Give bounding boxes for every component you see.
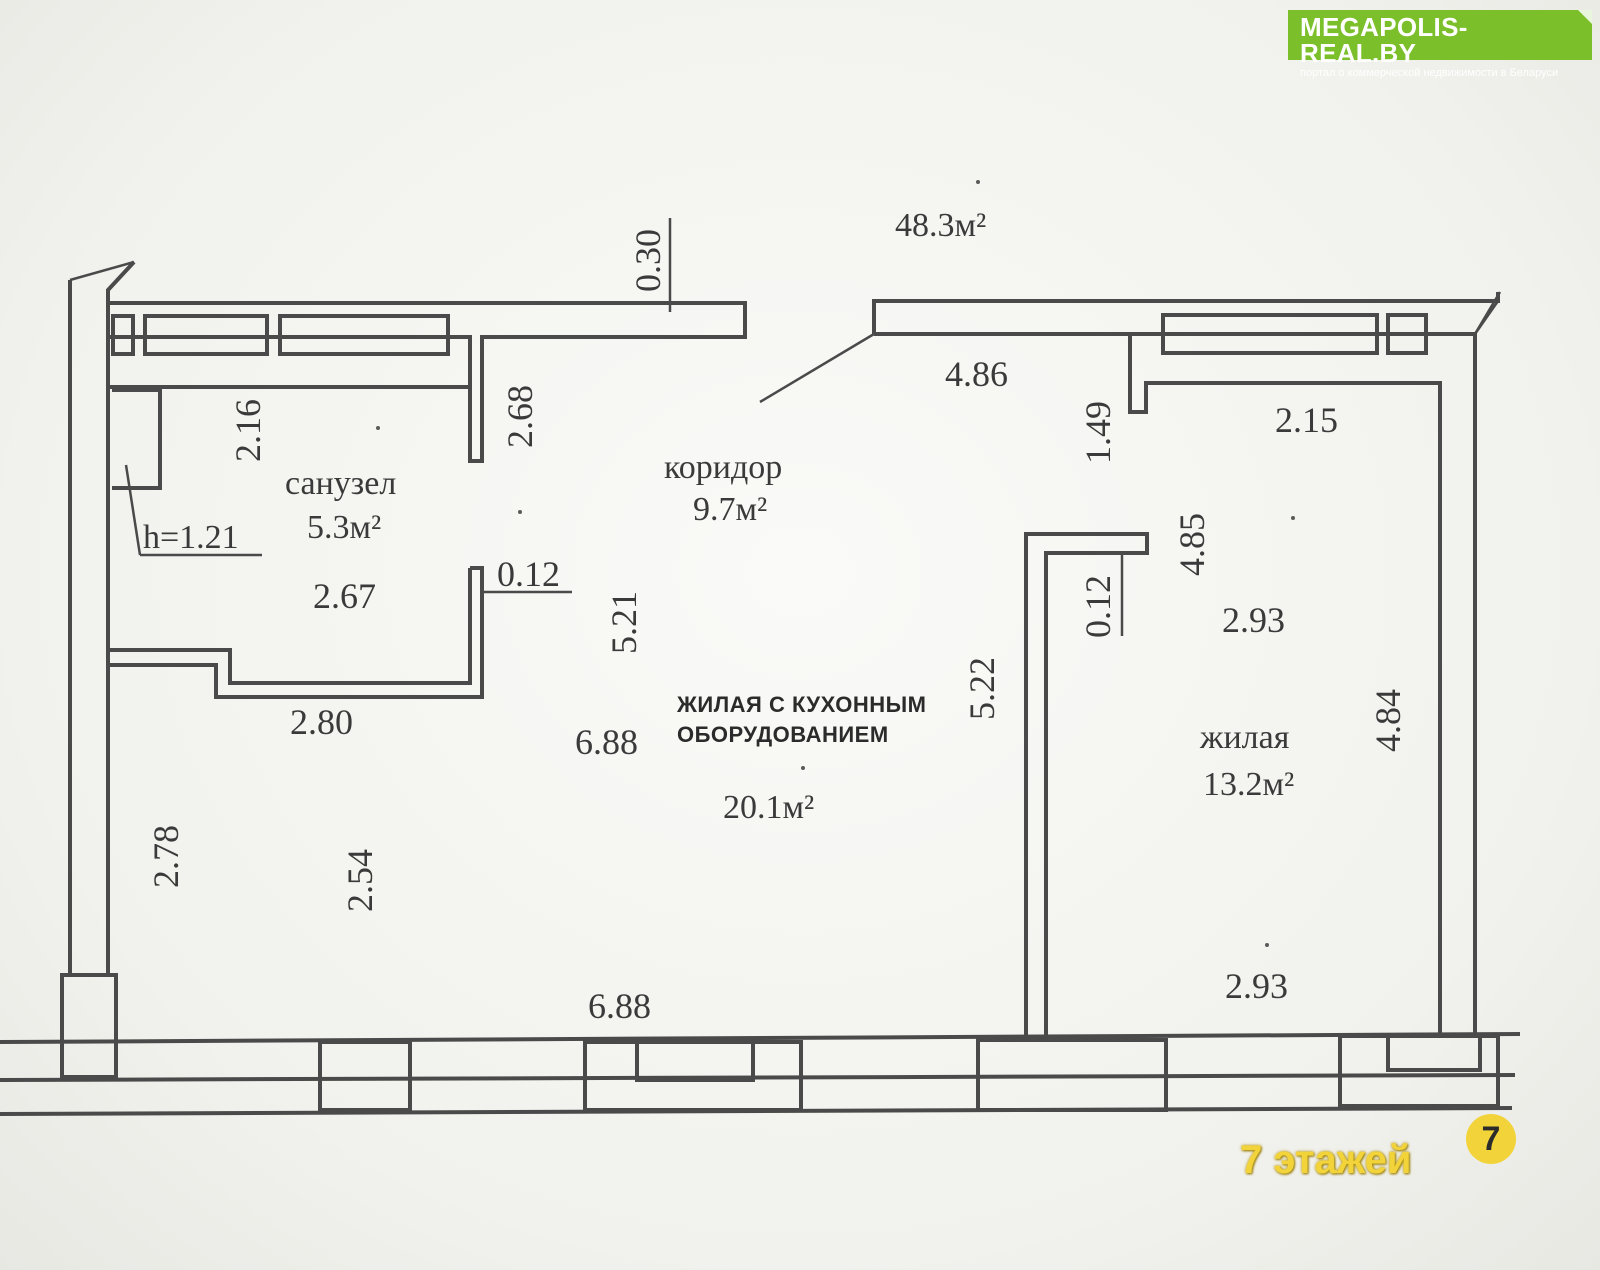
walls <box>0 218 1521 1116</box>
bathroom-top-wall <box>108 385 472 461</box>
dim-280: 2.80 <box>290 702 353 742</box>
bottom-pier-2 <box>976 1038 1168 1112</box>
bottom-pier-1 <box>318 1040 412 1112</box>
top-right-window-1 <box>1161 313 1379 355</box>
bottom-column-left <box>60 973 118 1079</box>
top-left-wall <box>108 301 747 463</box>
partition-wall <box>1024 532 1149 1040</box>
living-name: жилая <box>1199 719 1290 756</box>
floor-badge-icon: 7 <box>1466 1114 1516 1164</box>
dim-293b: 2.93 <box>1225 966 1288 1006</box>
top-right-window-2 <box>1386 313 1428 355</box>
dim-485: 4.85 <box>1172 513 1212 576</box>
dim-484: 4.84 <box>1368 689 1408 752</box>
dim-293a: 2.93 <box>1222 600 1285 640</box>
dim-688b: 6.88 <box>588 986 651 1026</box>
dim-267: 2.67 <box>313 576 376 616</box>
dim-012a: 0.12 <box>497 554 560 594</box>
kitchen-living-name-2: ОБОРУДОВАНИЕМ <box>677 722 889 747</box>
dim-254: 2.54 <box>340 849 380 912</box>
corridor-area: 9.7м² <box>693 491 767 528</box>
brand-name: MEGAPOLIS-REAL.BY <box>1300 12 1468 68</box>
entry-door-swing <box>759 332 875 404</box>
dim-030: 0.30 <box>628 229 668 292</box>
right-wall-cap-2 <box>1473 300 1500 335</box>
kitchen-living-name-1: ЖИЛАЯ С КУХОННЫМ <box>676 692 926 717</box>
dimensions: 0.30 2.16 2.68 2.67 0.12 5.21 2.80 6.88 … <box>146 229 1408 1026</box>
total-area-label: 48.3м² <box>895 207 986 244</box>
height-leader <box>124 464 142 556</box>
dim-012b: 0.12 <box>1078 575 1118 638</box>
dim-268: 2.68 <box>500 385 540 448</box>
top-window-small <box>111 314 135 356</box>
bottom-window-2-sill <box>1386 1034 1482 1072</box>
kitchen-living-area: 20.1м² <box>723 789 814 826</box>
dim-688a: 6.88 <box>575 722 638 762</box>
brand-tagline: портал о коммерческой недвижимости в Бел… <box>1300 67 1559 79</box>
dim-278: 2.78 <box>146 825 186 888</box>
floors-label: 7 этажей <box>1240 1138 1412 1182</box>
dim-521: 5.21 <box>604 591 644 654</box>
top-right-inner-wall <box>874 332 1442 1037</box>
dim-486: 4.86 <box>945 354 1008 394</box>
scan-specks <box>376 180 1295 947</box>
left-wall-cap <box>69 260 135 282</box>
bath-height-label: h=1.21 <box>143 519 239 556</box>
dim-149: 1.49 <box>1078 401 1118 464</box>
bottom-wall-mid <box>0 1073 1516 1082</box>
brand-logo[interactable]: MEGAPOLIS-REAL.BY портал о коммерческой … <box>1288 10 1592 79</box>
top-window-1 <box>143 314 269 356</box>
brand-corner-fold <box>1578 10 1592 24</box>
bathroom-area: 5.3м² <box>307 509 381 546</box>
left-exterior-wall <box>68 260 136 977</box>
dim-216: 2.16 <box>228 399 268 462</box>
bathroom-name: санузел <box>285 465 396 502</box>
bathroom-bottom-wall <box>106 566 484 699</box>
dim-215: 2.15 <box>1275 400 1338 440</box>
living-area: 13.2м² <box>1203 766 1294 803</box>
bottom-wall-inner <box>0 1032 1521 1044</box>
top-window-2 <box>278 314 450 356</box>
corridor-name: коридор <box>664 449 782 486</box>
bathroom-fixture <box>112 388 162 490</box>
dim-522: 5.22 <box>962 657 1002 720</box>
bottom-window-1-sill <box>635 1040 755 1082</box>
